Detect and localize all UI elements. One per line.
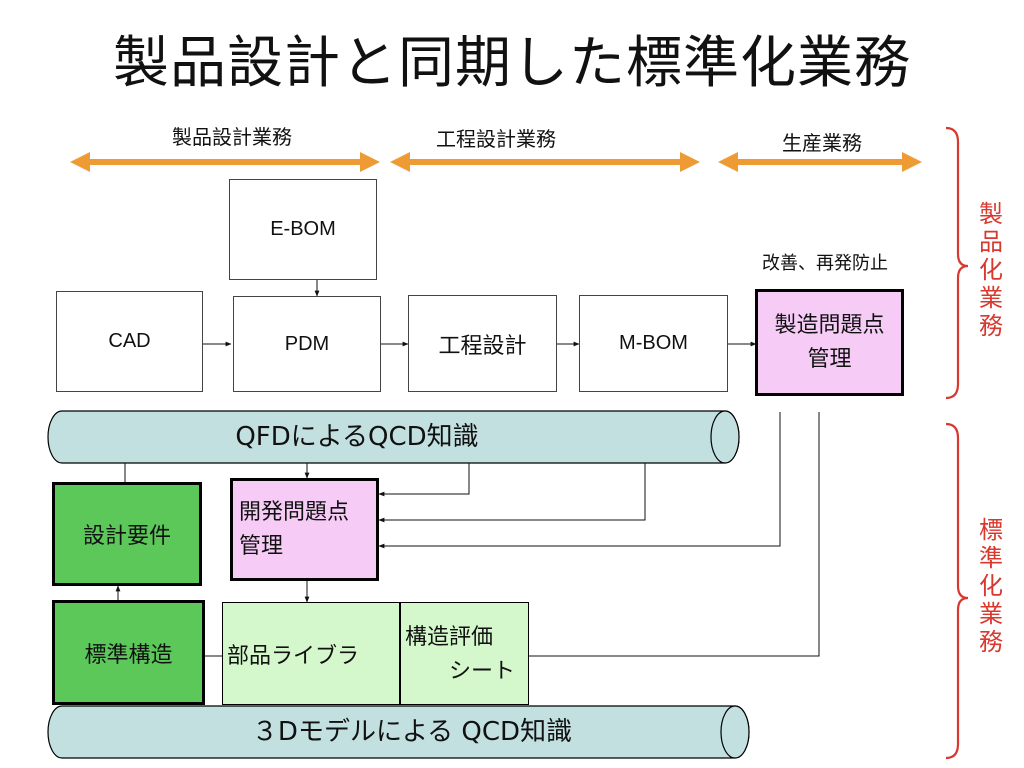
side-label-standardization: 標 準 化 業 務 bbox=[979, 516, 1003, 656]
box-parts-library: 部品ライブラ bbox=[222, 602, 400, 705]
box-pdm-label: PDM bbox=[284, 332, 330, 355]
box-cad: CAD bbox=[56, 291, 203, 392]
box-design-requirements: 設計要件 bbox=[52, 482, 202, 586]
box-process-design: 工程設計 bbox=[408, 295, 557, 392]
kaizen-note: 改善、再発防止 bbox=[762, 253, 888, 274]
cylinder-3d-model-label: ３Dモデルによる QCD知識 bbox=[251, 717, 573, 747]
phase-label-design: 製品設計業務 bbox=[172, 125, 292, 149]
box-parts-library-label: 部品ライブラ bbox=[227, 643, 360, 669]
box-mbom: M-BOM bbox=[579, 295, 728, 392]
box-design-requirements-label: 設計要件 bbox=[82, 524, 171, 549]
box-development-issue-label: 開発問題点 管理 bbox=[239, 499, 350, 559]
cylinder-qfd bbox=[47, 410, 740, 464]
cylinder-qfd-label: QFDによるQCD知識 bbox=[235, 422, 479, 452]
cylinder-3d-model bbox=[47, 705, 750, 759]
phase-arrow-process bbox=[390, 152, 700, 172]
bracket-standardization bbox=[945, 422, 969, 760]
box-mbom-label: M-BOM bbox=[619, 332, 688, 354]
box-ebom: E-BOM bbox=[229, 179, 377, 280]
box-structure-evaluation-label: 構造評価 シート bbox=[405, 625, 516, 684]
phase-label-process: 工程設計業務 bbox=[436, 127, 556, 151]
phase-label-production: 生産業務 bbox=[782, 131, 862, 155]
bracket-productization bbox=[945, 126, 969, 400]
phase-arrow-production bbox=[718, 152, 922, 172]
page-title: 製品設計と同期した標準化業務 bbox=[113, 31, 911, 96]
flow-connectors bbox=[115, 280, 820, 659]
box-standard-structure: 標準構造 bbox=[52, 600, 205, 705]
box-standard-structure-label: 標準構造 bbox=[84, 642, 173, 668]
box-process-design-label: 工程設計 bbox=[438, 333, 527, 359]
box-manufacturing-issue: 製造問題点 管理 bbox=[755, 289, 904, 396]
side-label-productization: 製 品 化 業 務 bbox=[979, 200, 1003, 340]
box-development-issue: 開発問題点 管理 bbox=[230, 478, 379, 581]
box-cad-label: CAD bbox=[108, 330, 151, 352]
box-manufacturing-issue-label: 製造問題点 管理 bbox=[774, 312, 885, 372]
box-pdm: PDM bbox=[233, 296, 381, 392]
phase-arrow-design bbox=[70, 152, 380, 172]
box-ebom-label: E-BOM bbox=[270, 218, 336, 240]
box-structure-evaluation: 構造評価 シート bbox=[400, 602, 529, 705]
